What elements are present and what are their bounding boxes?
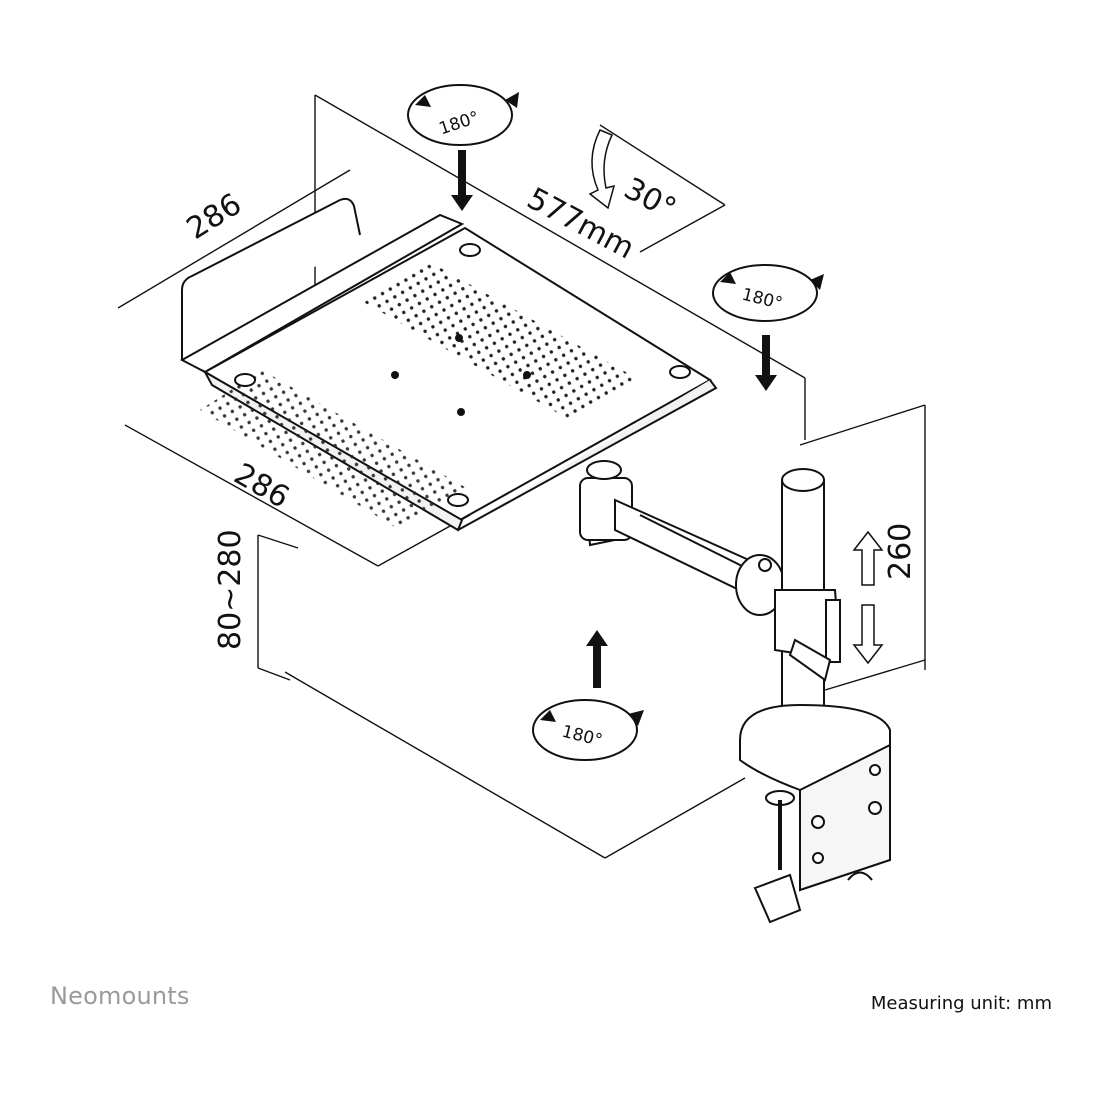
rotation-right	[712, 264, 824, 322]
direction-arrows	[451, 150, 777, 688]
measuring-unit-label: Measuring unit: mm	[870, 993, 1052, 1014]
rotation-top	[407, 84, 519, 146]
height-range-label: 80~280	[213, 529, 248, 650]
height-arrows	[852, 530, 884, 665]
brand-logo: Neomounts	[50, 982, 190, 1010]
pole-height-label: 260	[883, 523, 918, 580]
rotation-bottom	[532, 699, 644, 761]
tilt-arrow	[588, 129, 616, 210]
rotation-right-label: 180°	[740, 285, 785, 314]
tilt-label: 30°	[618, 171, 681, 227]
rotation-top-label: 180°	[437, 108, 482, 140]
laptop-tray	[179, 197, 718, 532]
depth-label: 286	[181, 187, 248, 247]
laptop-arm-diagram: 180° 180° 180° 577mm 30° 286 286 260 80~…	[117, 84, 926, 924]
dimension-lines	[117, 94, 926, 859]
width-label: 286	[228, 457, 295, 516]
desk-clamp	[739, 703, 891, 924]
rotation-bottom-label: 180°	[560, 722, 605, 751]
arm	[579, 460, 785, 616]
